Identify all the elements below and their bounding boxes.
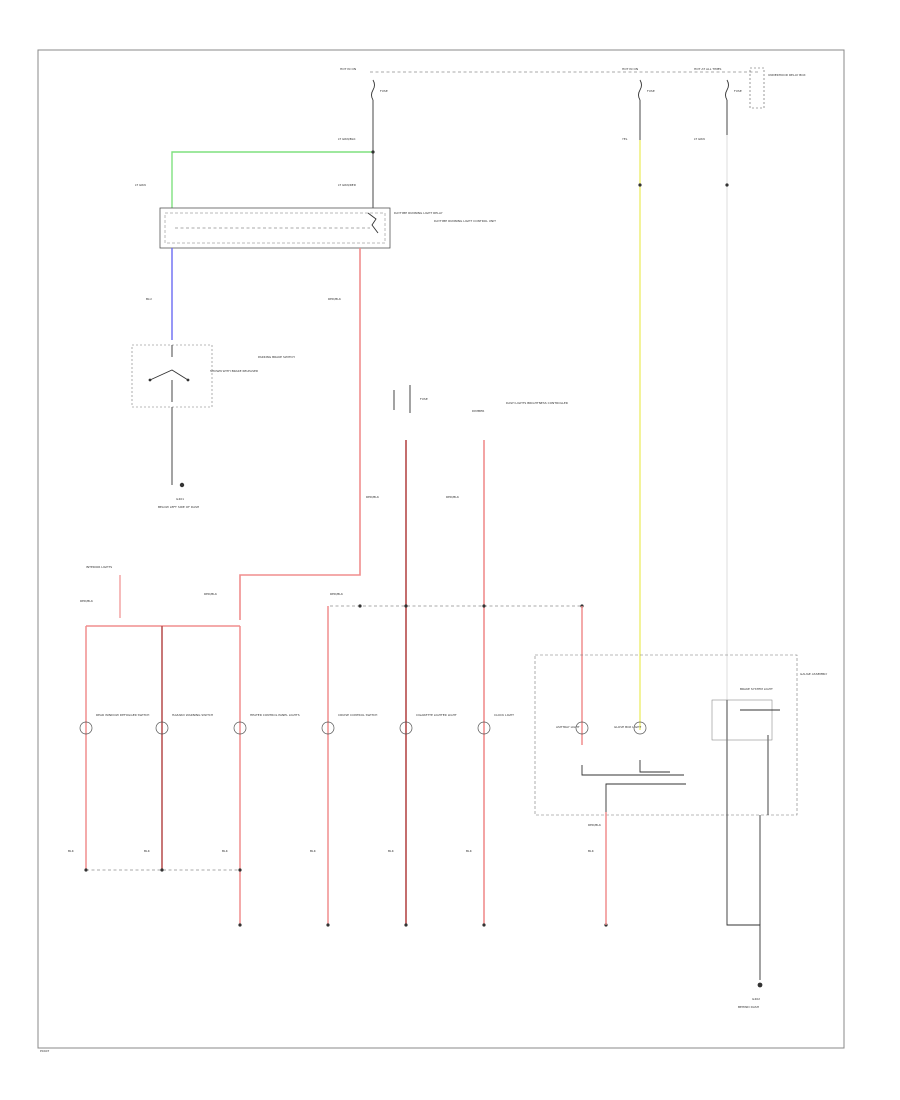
bulb-cruise-control xyxy=(321,721,335,735)
ground-right-point xyxy=(757,982,763,988)
term-bottom-2 xyxy=(326,923,330,927)
ground-label-6: BLK xyxy=(466,849,473,853)
splice-bus-dot-2 xyxy=(404,604,408,608)
small-fuse-symbol xyxy=(393,385,411,413)
ground-left-point xyxy=(179,482,185,488)
ground-label-3: BLK xyxy=(222,849,229,853)
bulb-ashtray xyxy=(575,721,589,735)
wire-red-blk-main xyxy=(239,248,361,620)
wire-label-top-green: LT GRN/BLK xyxy=(338,137,356,141)
dash-lights-box-label: DASH LIGHTS BRIGHTNESS CONTROLLER xyxy=(506,401,568,405)
top-fuse-mid-label: HOT IN ON xyxy=(622,67,638,71)
wire-label-redblk-a: RED/BLK xyxy=(328,297,342,301)
bulb-glove-box xyxy=(633,721,647,735)
gauge-sub-label: BRAKE SYSTEM LIGHT xyxy=(740,687,773,691)
ground-label-5: BLK xyxy=(388,849,395,853)
relay-name-label: DAYTIME RUNNING LIGHT RELAY xyxy=(394,211,443,215)
wire-label-left-grn: LT GRN xyxy=(135,183,146,187)
fuse-right-symbol xyxy=(725,79,729,101)
underhood-box-bracket xyxy=(749,67,765,109)
wire-label-relay-top: LT GRN/RED xyxy=(338,183,357,187)
gauge-internal-wires xyxy=(581,700,769,815)
ground-labels: BLK BLK BLK BLK BLK BLK BLK xyxy=(68,849,595,853)
gauge-bulb-frame xyxy=(711,699,773,741)
footer-id: P0407 xyxy=(40,1049,50,1053)
relay-desc-label: DAYTIME RUNNING LIGHT CONTROL UNIT xyxy=(434,219,496,223)
switch-contact-b xyxy=(186,378,190,382)
switch-name-label: PARKING BRAKE SWITCH xyxy=(258,355,295,359)
fuse-mid-label: FUSE xyxy=(647,89,655,93)
term-bottom-1 xyxy=(238,923,242,927)
component-label-6: CLOCK LIGHT xyxy=(494,713,514,717)
wire-gauge-black xyxy=(726,815,761,980)
splice-bus-dot-1 xyxy=(358,604,362,608)
underhood-box-label: UNDERHOOD RELAY BOX xyxy=(768,73,806,77)
bottom-bus-dot-3 xyxy=(238,868,242,872)
fuse-left-label: FUSE xyxy=(380,89,388,93)
connector-lt-grn-right xyxy=(725,183,729,187)
top-fuse-right-label: HOT AT ALL TIMES xyxy=(694,67,722,71)
wire-label-redblk-f: RED/BLK xyxy=(330,592,344,596)
interior-lights-label: INTERIOR LIGHTS xyxy=(86,565,112,569)
term-bottom-4 xyxy=(482,923,486,927)
drl-relay-box xyxy=(159,207,391,249)
diagram-frame xyxy=(37,49,845,1049)
bulb-rear-defogger xyxy=(79,721,93,735)
switch-state-label: SHOWN WITH BRAKE RELEASED xyxy=(210,369,259,373)
gauge-assembly-box xyxy=(534,654,798,816)
ground-label-1: BLK xyxy=(68,849,75,853)
wire-label-redblk-c: RED/BLK xyxy=(446,495,460,499)
component-label-8: GLOVE BOX LIGHT xyxy=(614,725,641,729)
ground-label-7: BLK xyxy=(588,849,595,853)
bulb-cigarette-lighter xyxy=(399,721,413,735)
ground-label-2: BLK xyxy=(144,849,151,853)
wire-lt-grn-blk xyxy=(171,151,373,208)
wire-label-redblk-g: RED/BLK xyxy=(588,823,602,827)
ground-label-4: BLK xyxy=(310,849,317,853)
component-label-2: HAZARD WARNING SWITCH xyxy=(172,713,213,717)
gauge-assembly-label: GAUGE ASSEMBLY xyxy=(800,672,827,676)
ground-right-label: G402 xyxy=(752,997,760,1001)
fuse-mid-symbol xyxy=(638,79,642,101)
top-fuse-left-label: HOT IN ON xyxy=(340,67,356,71)
ground-left-desc: BELOW LEFT SIDE OF DASH xyxy=(158,505,199,509)
connector-yel xyxy=(638,183,642,187)
ground-right-desc: BEHIND DASH xyxy=(738,1005,759,1009)
parking-brake-switch-symbol xyxy=(149,345,189,402)
component-label-7: ASHTRAY LIGHT xyxy=(556,725,580,729)
component-label-4: CRUISE CONTROL SWITCH xyxy=(338,713,377,717)
component-row: REAR WINDOW DEFOGGER SWITCH HAZARD WARNI… xyxy=(79,713,647,735)
bottom-bus-dot-1 xyxy=(84,868,88,872)
small-fuse-label: FUSE xyxy=(420,397,428,401)
switch-contact-a xyxy=(148,378,152,382)
wire-label-redblk-b: RED/BLK xyxy=(366,495,380,499)
bottom-bus-dot-2 xyxy=(160,868,164,872)
drl-relay-inner xyxy=(164,212,386,244)
component-label-1: REAR WINDOW DEFOGGER SWITCH xyxy=(96,713,149,717)
splice-bus-dot-3 xyxy=(482,604,486,608)
wire-label-yel: YEL xyxy=(622,137,628,141)
relay-switch-symbol xyxy=(367,212,379,234)
term-bottom-3 xyxy=(404,923,408,927)
wire-label-redblk-e: RED/BLK xyxy=(204,592,218,596)
bulb-clock xyxy=(477,721,491,735)
bulb-heater-control xyxy=(233,721,247,735)
wire-label-blu: BLU xyxy=(146,297,152,301)
bulb-hazard xyxy=(155,721,169,735)
dimmer-label: DIMMER xyxy=(472,409,484,413)
wire-label-lt-grn-right: LT GRN xyxy=(694,137,705,141)
fuse-left-symbol xyxy=(371,79,375,101)
wire-label-redblk-d: RED/BLK xyxy=(80,599,94,603)
fuse-right-label: FUSE xyxy=(734,89,742,93)
component-label-5: CIGARETTE LIGHTER LIGHT xyxy=(416,713,457,717)
component-label-3: HEATER CONTROL PANEL LIGHTS xyxy=(250,713,300,717)
ground-left-label: G401 xyxy=(176,497,184,501)
